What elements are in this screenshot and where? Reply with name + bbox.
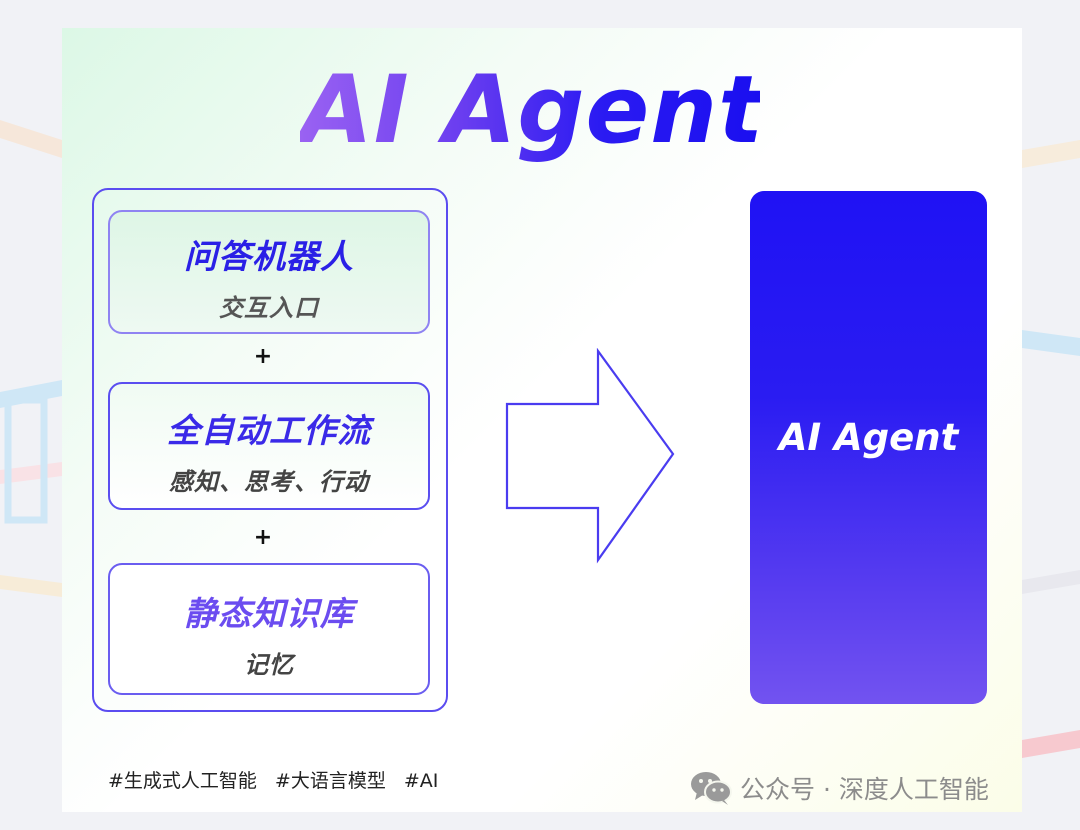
hashtag[interactable]: #AI	[403, 770, 439, 792]
module-qa-bot: 问答机器人 交互入口	[108, 210, 430, 334]
components-panel	[92, 188, 448, 712]
plus-operator: +	[253, 525, 273, 550]
module-subtitle: 感知、思考、行动	[169, 468, 369, 496]
module-title: 全自动工作流	[167, 411, 371, 450]
module-title: 静态知识库	[184, 594, 354, 633]
watermark: 公众号 · 深度人工智能	[690, 768, 989, 808]
module-knowledge-base: 静态知识库 记忆	[108, 563, 430, 695]
result-agent-box: AI Agent	[750, 191, 987, 704]
main-title: AI Agent	[300, 46, 763, 176]
wechat-icon	[691, 772, 732, 805]
hashtag[interactable]: #大语言模型	[274, 770, 386, 792]
plus-operator: +	[253, 344, 273, 369]
result-label: AI Agent	[778, 416, 959, 459]
module-subtitle: 交互入口	[219, 294, 319, 322]
hashtag-list: #生成式人工智能 #大语言模型 #AI	[108, 766, 438, 796]
module-workflow: 全自动工作流 感知、思考、行动	[108, 382, 430, 510]
module-subtitle: 记忆	[244, 651, 294, 679]
watermark-text: 公众号 · 深度人工智能	[740, 775, 989, 804]
right-arrow-icon	[505, 348, 675, 564]
hashtag[interactable]: #生成式人工智能	[108, 770, 257, 792]
module-title: 问答机器人	[184, 237, 354, 276]
